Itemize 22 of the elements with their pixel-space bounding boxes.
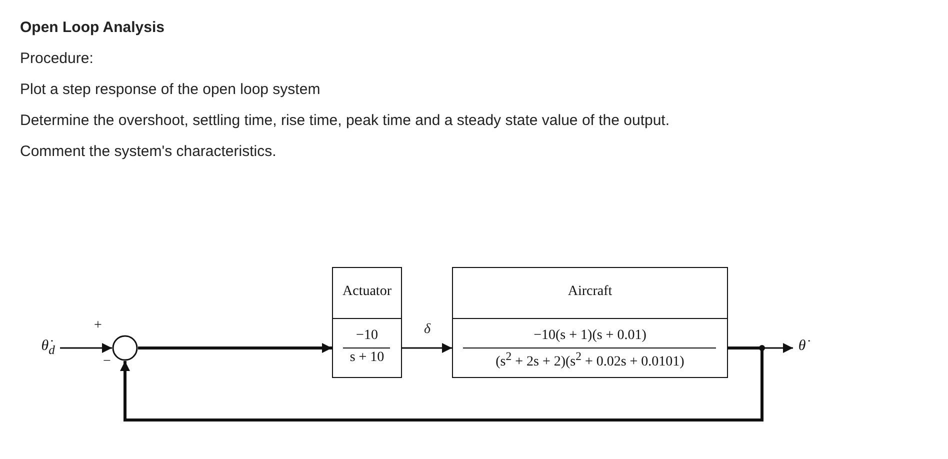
transfer-function-block xyxy=(452,267,728,378)
arrow xyxy=(120,346,764,422)
text-line: Determine the overshoot, settling time, rise time, peak time and a steady state value of the output. xyxy=(20,112,670,129)
text-line: Plot a step response of the open loop system xyxy=(20,81,320,98)
text-line: Comment the system's characteristics. xyxy=(20,143,276,160)
arrow xyxy=(60,343,112,353)
block-title: Aircraft xyxy=(566,284,614,300)
signal-label: θ̇$_{d}$ xyxy=(36,338,60,360)
arrow xyxy=(138,343,332,353)
block-title: Actuator xyxy=(342,284,392,300)
denominator: s + 10 xyxy=(348,350,386,366)
transfer-function-block xyxy=(332,267,402,378)
arrow xyxy=(402,343,452,353)
denominator: (s$^{2}$ + 2s + 2)(s$^{2}$ + 0.02s + 0.0101) xyxy=(494,350,686,371)
summing-junction xyxy=(112,335,138,361)
text-line: Procedure: xyxy=(20,50,94,67)
sign-label: + xyxy=(94,318,102,334)
signal-label: θ̇ xyxy=(793,338,811,360)
title: Open Loop Analysis xyxy=(20,19,164,36)
sign-label: − xyxy=(103,354,111,370)
numerator: −10 xyxy=(355,328,379,344)
numerator: −10(s + 1)(s + 0.01) xyxy=(532,328,648,344)
